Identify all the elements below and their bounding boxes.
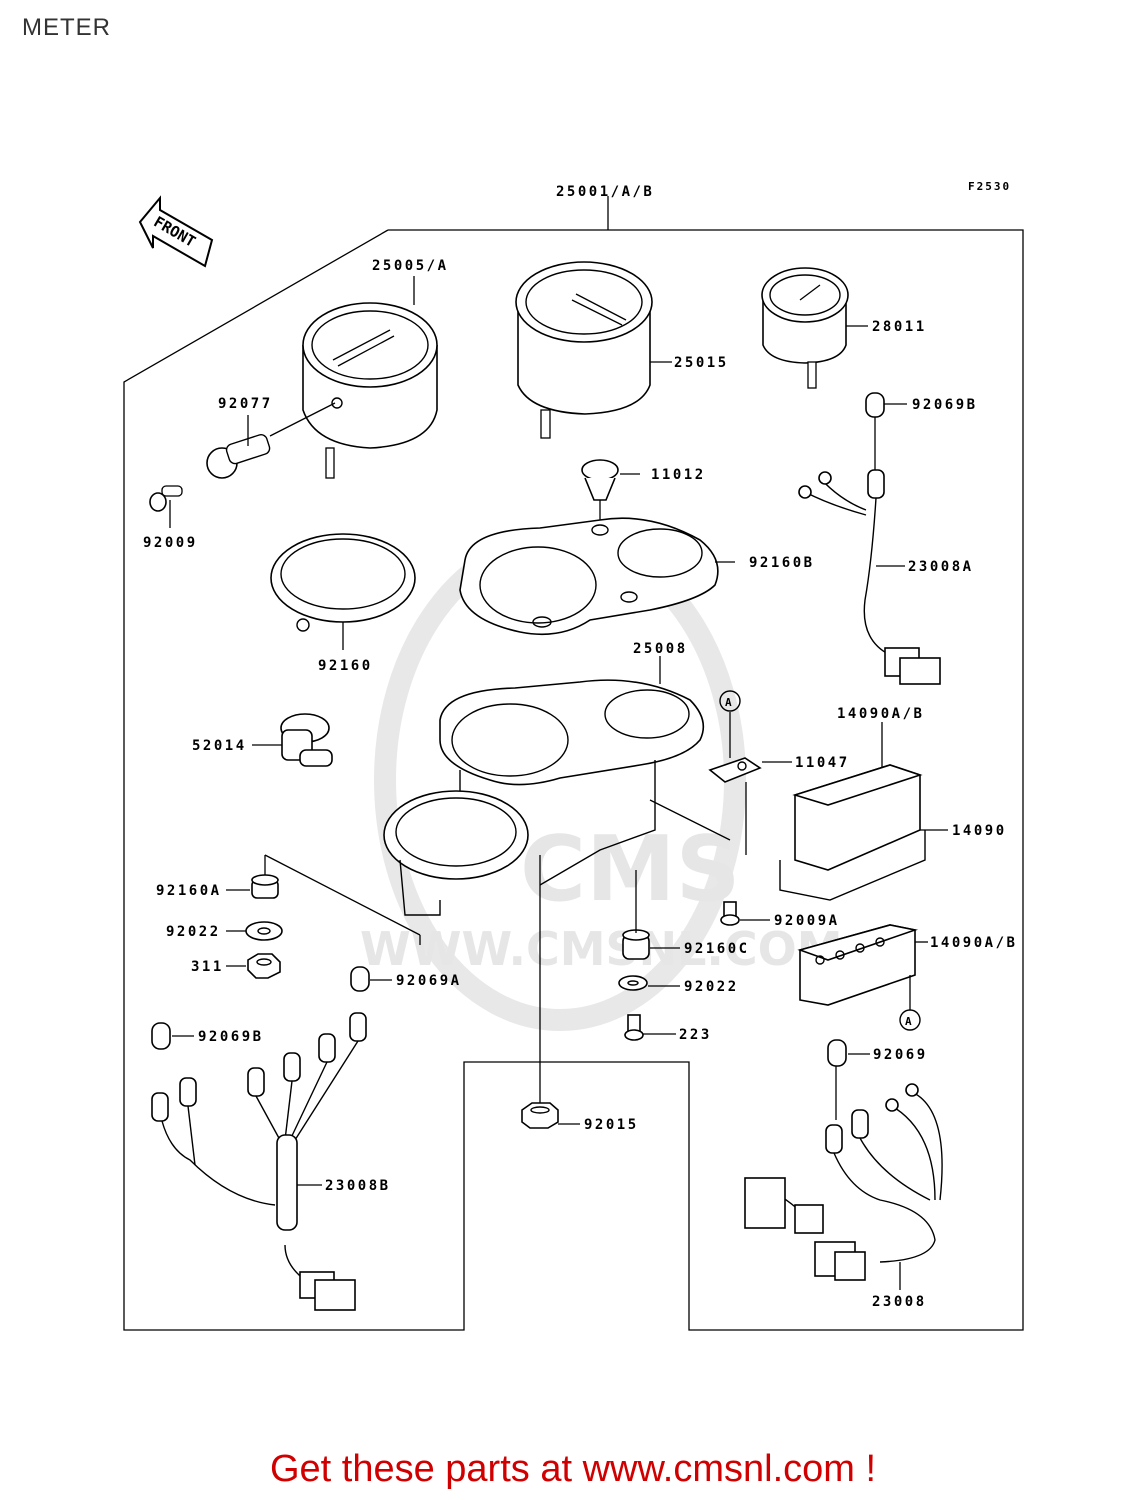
label-92009: 92009 — [143, 535, 198, 551]
label-92022-right: 92022 — [684, 979, 739, 995]
washer-right-part — [618, 975, 648, 991]
grommet-c-part — [622, 929, 650, 960]
bracket-part — [708, 757, 762, 783]
label-14090: 14090 — [952, 823, 1007, 839]
watermark-url: WWW.CMSNL.COM — [360, 922, 843, 976]
label-92160: 92160 — [318, 658, 373, 674]
parts-diagram: CMS WWW.CMSNL.COM FRONT — [123, 180, 1024, 1331]
callout-a-bottom-label: A — [905, 1015, 914, 1028]
watermark-logo: CMS — [520, 817, 740, 922]
small-gauge-part — [761, 267, 849, 389]
label-25008: 25008 — [633, 641, 688, 657]
harness-part — [744, 1083, 943, 1281]
label-92015: 92015 — [584, 1117, 639, 1133]
label-92009a: 92009A — [774, 913, 840, 929]
label-25005: 25005/A — [372, 258, 449, 274]
bulb-a-part — [350, 966, 370, 992]
indicator-lens-part — [797, 924, 919, 1006]
label-25015: 25015 — [674, 355, 729, 371]
grommet-part — [581, 459, 619, 501]
watermark: CMS WWW.CMSNL.COM — [360, 529, 843, 1031]
bulb-b-left-part — [151, 1022, 171, 1050]
label-92069b-left: 92069B — [198, 1029, 264, 1045]
indicator-housing-part — [779, 764, 926, 901]
nut-part — [247, 953, 281, 979]
callout-a-top — [719, 690, 741, 712]
washer-part — [245, 921, 283, 941]
bushing-part — [251, 874, 279, 899]
cta-link[interactable]: Get these parts at www.cmsnl.com ! — [269, 1448, 877, 1490]
label-28011: 28011 — [872, 319, 927, 335]
label-92160c: 92160C — [684, 941, 750, 957]
label-92077: 92077 — [218, 396, 273, 412]
speedometer-part — [515, 261, 653, 439]
page-title: METER — [22, 14, 111, 41]
callout-a-top-label: A — [725, 696, 734, 709]
label-92160a: 92160A — [156, 883, 222, 899]
tachometer-part — [302, 302, 438, 479]
label-25001: 25001/A/B — [556, 184, 654, 200]
screw-a-part — [720, 901, 740, 926]
label-92160b: 92160B — [749, 555, 815, 571]
label-14090ab-bottom: 14090A/B — [930, 935, 1017, 951]
label-92069a: 92069A — [396, 973, 462, 989]
assembly-outline — [123, 229, 1024, 1331]
label-92022-left: 92022 — [166, 924, 221, 940]
bezel-ring-part — [270, 533, 416, 632]
sensor-part — [280, 713, 333, 767]
drive-gear-part — [206, 433, 271, 479]
screw-part — [149, 485, 183, 512]
label-52014: 52014 — [192, 738, 247, 754]
label-23008b: 23008B — [325, 1178, 391, 1194]
label-11012: 11012 — [651, 467, 706, 483]
nut-92015-part — [521, 1102, 559, 1129]
label-23008: 23008 — [872, 1294, 927, 1310]
callout-a-bottom — [899, 1009, 921, 1031]
front-arrow-icon: FRONT — [138, 195, 214, 268]
meter-case-part — [383, 679, 705, 916]
label-311: 311 — [191, 959, 224, 975]
label-11047: 11047 — [795, 755, 850, 771]
figure-code: F2530 — [968, 180, 1011, 193]
label-23008a: 23008A — [908, 559, 974, 575]
label-92069b-top: 92069B — [912, 397, 978, 413]
bulb-part — [865, 392, 885, 470]
cover-plate-part — [459, 517, 719, 636]
bulb-right-part — [827, 1039, 847, 1120]
label-14090ab-top: 14090A/B — [837, 706, 924, 722]
label-92069: 92069 — [873, 1047, 928, 1063]
harness-a-part — [798, 469, 941, 685]
bolt-part — [624, 1014, 644, 1041]
label-223: 223 — [679, 1027, 712, 1043]
harness-b-part — [151, 1012, 367, 1311]
